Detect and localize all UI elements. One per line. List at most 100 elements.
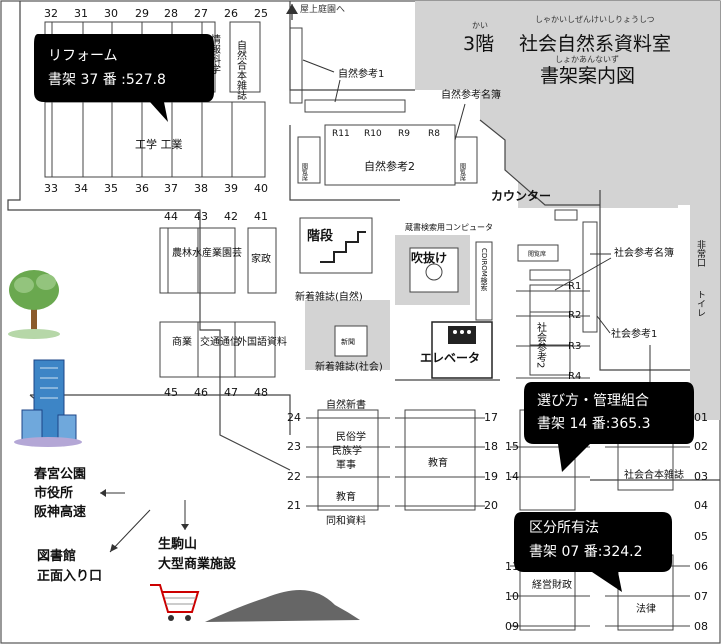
shelf-num-37: 37 (164, 182, 178, 195)
shelf-num-47: 47 (224, 386, 238, 399)
shelf-num-31: 31 (74, 7, 88, 20)
nature-ref2-label: 自然参考2 (364, 159, 415, 173)
closed-stack-label-3: 閲覧席 (528, 250, 546, 258)
shelf-num-26: 26 (224, 7, 238, 20)
engineering-label: 工学 工業 (135, 137, 183, 151)
floor-title: 3階 (463, 33, 494, 55)
shelf-num-27: 27 (194, 7, 208, 20)
shelf-num-46: 46 (194, 386, 208, 399)
page-subtitle: 書架案内図 (540, 65, 635, 87)
rooftop-arrow-icon (286, 4, 298, 20)
expressway-label: 阪神高速 (34, 504, 86, 520)
library-entrance-label-1: 図書館 (37, 548, 76, 564)
library-entrance-label-2: 正面入り口 (37, 569, 102, 584)
callout-reform-line2: 書架 37 番 :527.8 (48, 72, 166, 88)
building-icon (14, 359, 82, 447)
shelf-num-30: 30 (104, 7, 118, 20)
callout-reform: リフォーム 書架 37 番 :527.8 (34, 34, 214, 122)
shelf-num-10: 10 (505, 590, 519, 603)
social-ref-directory-label: 社会参考名簿 (614, 246, 674, 259)
arrow-diag-icon (109, 509, 151, 553)
callout-management-line1: 選び方・管理組合 (537, 393, 649, 409)
shelf-num-44: 44 (164, 210, 178, 223)
counter-label: カウンター (491, 189, 551, 203)
shelf-r2: R2 (568, 310, 581, 321)
search-pc-label: 蔵書検索用コンピュータ (405, 222, 493, 232)
ikoma-label-2: 大型商業施設 (158, 556, 237, 572)
nature-ref-directory-label: 自然参考名簿 (441, 88, 501, 101)
transport-label: 交通通信 (200, 335, 240, 348)
ikoma-label-1: 生駒山 (158, 536, 197, 552)
dowa-label: 同和資料 (326, 514, 366, 527)
shelf-num-32: 32 (44, 7, 58, 20)
elevator-label: エレベータ (420, 351, 480, 365)
social-ref1-label: 社会参考1 (611, 327, 657, 340)
elevator: エレベータ (420, 321, 493, 379)
shelf-num-02: 02 (694, 440, 708, 453)
stairs-label: 階段 (307, 228, 333, 244)
shelf-num-42: 42 (224, 210, 238, 223)
shelf-r9: R9 (398, 129, 410, 139)
ruby-sub: しょかあんないず (555, 54, 619, 64)
ruby-kai: かい (472, 21, 488, 30)
new-mag-nature-label: 新着雑誌(自然) (295, 290, 363, 303)
toilet-label: トイレ (695, 290, 706, 317)
nature-new-books-label: 自然新書 (326, 398, 366, 411)
shelf-num-40: 40 (254, 182, 268, 195)
callout-management: 選び方・管理組合 書架 14 番:365.3 (524, 382, 694, 472)
mid-lower-shelves (306, 409, 485, 511)
shelf-num-25: 25 (254, 7, 268, 20)
stairs: 階段 (299, 217, 373, 274)
shelf-num-18: 18 (484, 440, 498, 453)
elevator-hall-grey (518, 180, 678, 208)
shelf-num-06: 06 (694, 560, 708, 573)
callout-law: 区分所有法 書架 07 番:324.2 (514, 512, 672, 592)
shelf-num-04: 04 (694, 499, 708, 512)
shelf-num-07: 07 (694, 590, 708, 603)
shelf-r10: R10 (364, 129, 382, 139)
shelf-num-09: 09 (505, 620, 519, 633)
shelf-r1: R1 (568, 281, 581, 292)
shelf-num-36: 36 (135, 182, 149, 195)
city-hall-label: 市役所 (34, 485, 73, 501)
shelf-num-08: 08 (694, 620, 708, 633)
rooftop-label: 屋上庭園へ (300, 3, 345, 15)
ethnology-label: 民族学 (332, 444, 362, 457)
tree-icon (8, 270, 60, 339)
roof-garden-area (415, 1, 720, 205)
shelf-num-14: 14 (505, 470, 519, 483)
shelf-num-43: 43 (194, 210, 208, 223)
social-ref2-label: 社会参考2 (535, 321, 547, 369)
shelf-num-20: 20 (484, 499, 498, 512)
arrow-down-icon (181, 500, 189, 530)
newspaper-label: 新聞 (341, 337, 355, 346)
shelf-num-38: 38 (194, 182, 208, 195)
shelf-r11: R11 (332, 129, 350, 139)
newspaper-desk (334, 325, 368, 357)
counter-desk (554, 209, 578, 221)
shelf-num-39: 39 (224, 182, 238, 195)
shelf-num-48: 48 (254, 386, 268, 399)
cdrom-label: CDIROM検索 (480, 248, 488, 291)
shelf-r3: R3 (568, 341, 581, 352)
shelf-num-28: 28 (164, 7, 178, 20)
shelf-num-22: 22 (287, 470, 301, 483)
closed-stack-room (517, 244, 559, 262)
education-small-label: 教育 (336, 490, 356, 503)
shelf-num-45: 45 (164, 386, 178, 399)
shelf-num-29: 29 (135, 7, 149, 20)
folklore-label: 民俗学 (336, 430, 366, 443)
home-economics-label: 家政 (251, 252, 271, 265)
shelf-num-24: 24 (287, 411, 301, 424)
shelf-num-03: 03 (694, 470, 708, 483)
agriculture-label: 農林水産業園芸 (172, 246, 242, 259)
nature-ref-shelves (289, 27, 478, 186)
commerce-label: 商業 (172, 335, 192, 348)
ruby-room: しゃかいしぜんけいしりょうしつ (535, 15, 655, 24)
callout-reform-line1: リフォーム (48, 48, 118, 64)
right-grey-strip (690, 190, 720, 420)
room-title: 社会自然系資料室 (519, 33, 671, 55)
law-label: 法律 (636, 602, 656, 615)
economy-label: 経営財政 (532, 578, 572, 591)
